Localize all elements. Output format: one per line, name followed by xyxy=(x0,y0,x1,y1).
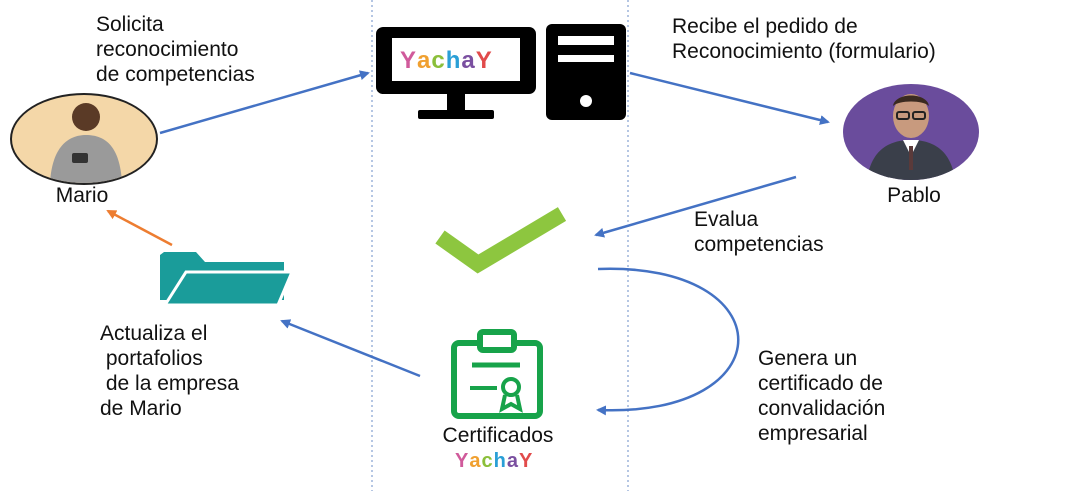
step-solicita-line-2: reconocimiento xyxy=(96,38,239,61)
step-evalua-line-2: competencias xyxy=(694,233,824,256)
step-actualiza-line-3: de la empresa xyxy=(100,372,239,395)
step-genera-line-2: certificado de xyxy=(758,372,883,395)
mario-name: Mario xyxy=(55,184,109,207)
step-evalua-line-1: Evalua xyxy=(694,208,759,231)
step-solicita-line-3: de competencias xyxy=(96,63,255,86)
logo-letter: c xyxy=(481,450,494,472)
logo-letter: h xyxy=(445,47,462,74)
logo-letter: a xyxy=(417,47,432,74)
pablo-name: Pablo xyxy=(887,184,941,207)
arrow-system-to-pablo xyxy=(629,71,830,125)
logo-letter: Y xyxy=(455,450,470,472)
logo-letter: a xyxy=(469,450,482,472)
arrow-check-to-certificate xyxy=(596,267,740,416)
step-genera-line-4: empresarial xyxy=(758,422,868,445)
certificate-icon xyxy=(451,329,543,419)
step-actualiza-line-4: de Mario xyxy=(100,397,182,420)
logo-letter: a xyxy=(506,450,519,472)
arrow-mario-to-system xyxy=(159,70,370,135)
mario-avatar xyxy=(10,93,158,185)
yachay-logo-certificate: YachaY xyxy=(455,450,533,473)
yachay-logo-monitor: YachaY xyxy=(400,47,493,75)
certificate-label: Certificados xyxy=(442,424,554,447)
arrow-certificate-to-folder xyxy=(280,319,421,378)
step-solicita-line-1: Solicita xyxy=(96,13,164,36)
logo-letter: a xyxy=(461,47,476,74)
step-genera-line-1: Genera un xyxy=(758,347,858,370)
pablo-avatar xyxy=(843,84,979,180)
logo-letter: Y xyxy=(518,450,534,472)
step-actualiza-line-2: portafolios xyxy=(100,347,203,370)
step-recibe-line-2: Reconocimiento (formulario) xyxy=(672,40,936,63)
folder-icon xyxy=(160,252,295,307)
arrow-folder-to-mario xyxy=(106,209,173,247)
logo-letter: c xyxy=(431,47,446,74)
arrow-pablo-to-check xyxy=(594,175,797,238)
logo-letter: h xyxy=(493,450,507,472)
logo-letter: Y xyxy=(475,47,493,74)
checkmark-icon xyxy=(435,207,567,274)
step-genera-line-3: convalidación xyxy=(758,397,886,420)
step-recibe-line-1: Recibe el pedido de xyxy=(672,15,858,38)
logo-letter: Y xyxy=(400,47,418,74)
server-tower-icon xyxy=(546,24,626,120)
computer-monitor-icon xyxy=(376,27,536,119)
step-actualiza-line-1: Actualiza el xyxy=(100,322,208,345)
